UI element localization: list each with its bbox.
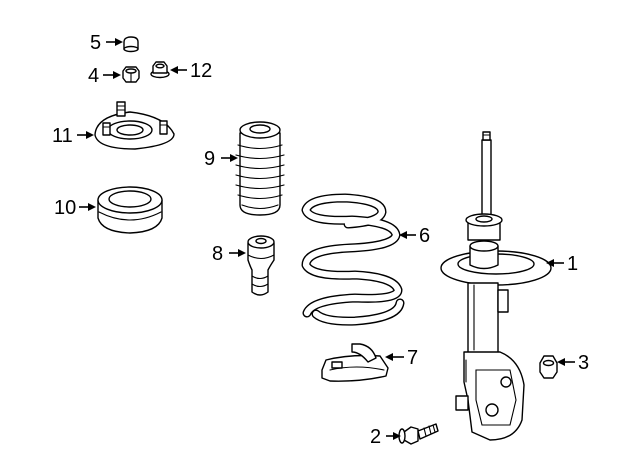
callout-2-label: 2 [370, 426, 381, 448]
callout-2: 2 [370, 426, 401, 448]
part-11-upper-mount [94, 101, 175, 150]
part-8-bump-stop [247, 235, 275, 296]
callout-1-label: 1 [567, 253, 578, 275]
callout-4: 4 [88, 65, 121, 87]
callout-5: 5 [90, 32, 123, 54]
part-4-nut [122, 66, 140, 83]
callout-5-label: 5 [90, 32, 101, 54]
part-5-cap [123, 36, 139, 53]
part-10-bearing [97, 186, 163, 234]
callout-11: 11 [52, 125, 94, 147]
callout-12: 12 [170, 60, 212, 82]
part-1-strut-assembly [440, 131, 552, 441]
callout-10-label: 10 [54, 197, 76, 219]
part-2-bolt [398, 423, 439, 445]
part-3-nut [539, 355, 558, 379]
callout-10: 10 [54, 197, 96, 219]
callout-6: 6 [399, 225, 430, 247]
part-12-flange-nut [150, 61, 170, 79]
callout-8: 8 [212, 243, 246, 265]
callout-3: 3 [557, 352, 589, 374]
callout-12-label: 12 [190, 60, 212, 82]
callout-9: 9 [204, 148, 238, 170]
callout-4-label: 4 [88, 65, 99, 87]
callout-1: 1 [546, 253, 578, 275]
callout-9-label: 9 [204, 148, 215, 170]
callout-8-label: 8 [212, 243, 223, 265]
callout-7-label: 7 [407, 347, 418, 369]
callout-3-label: 3 [578, 352, 589, 374]
part-6-coil-spring [301, 193, 405, 326]
part-7-spring-insulator [321, 343, 389, 382]
part-9-dust-boot [235, 121, 285, 216]
callout-7: 7 [385, 347, 418, 369]
callout-6-label: 6 [419, 225, 430, 247]
callout-11-label: 11 [52, 125, 73, 147]
